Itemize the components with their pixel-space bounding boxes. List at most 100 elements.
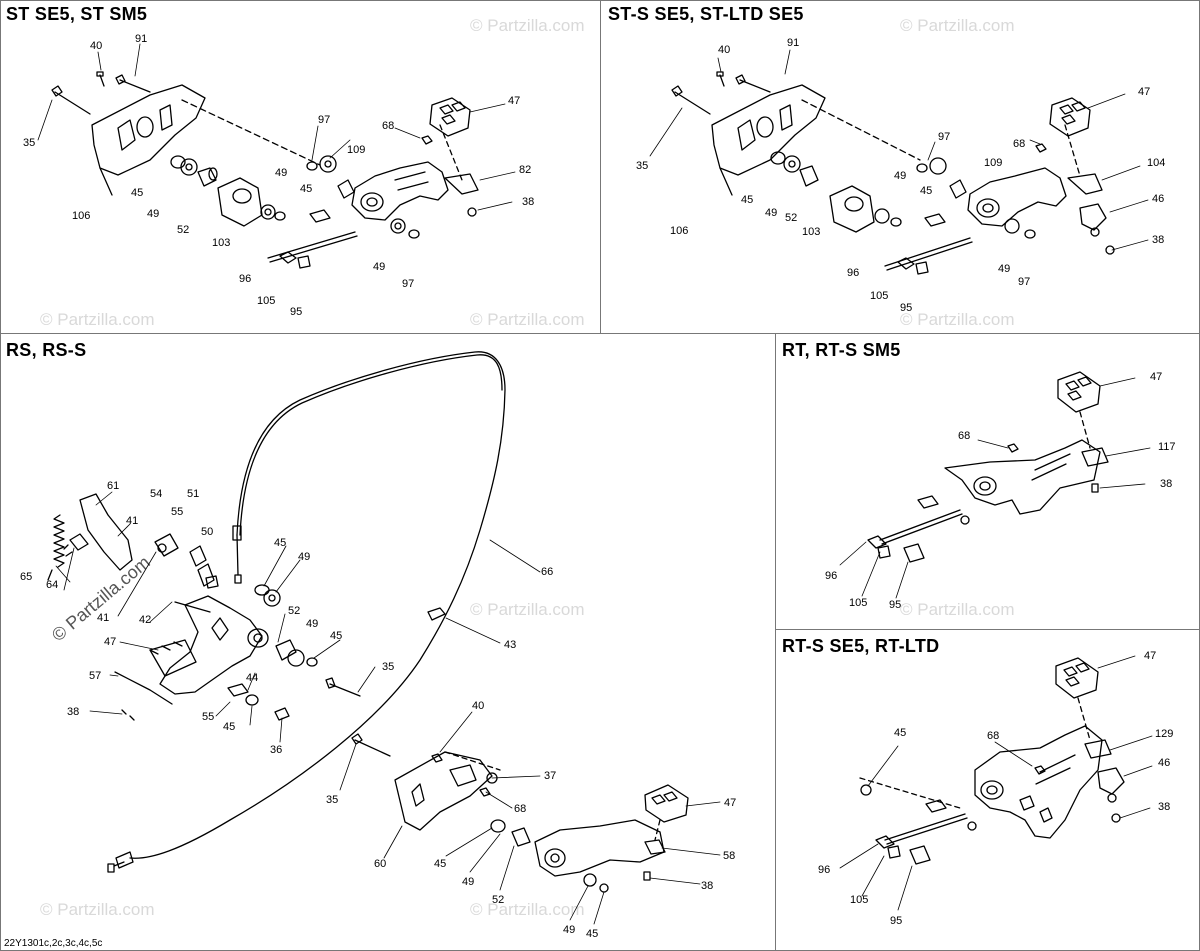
- part-callout: 45: [274, 537, 287, 549]
- part-callout: 38: [1152, 234, 1165, 246]
- part-callout: 35: [636, 160, 649, 172]
- part-callout: 47: [104, 636, 117, 648]
- part-callout: 49: [765, 207, 778, 219]
- part-callout: 46: [1152, 193, 1165, 205]
- part-callout: 49: [563, 924, 576, 936]
- part-callout: 105: [850, 894, 869, 906]
- part-callout: 52: [785, 212, 798, 224]
- part-callout: 38: [67, 706, 80, 718]
- part-callout: 106: [72, 210, 91, 222]
- p3-lower-pedal: [490, 784, 689, 893]
- part-callout: 104: [1147, 157, 1166, 169]
- watermark: © Partzilla.com: [470, 310, 585, 329]
- part-callout: 40: [718, 44, 731, 56]
- part-callout: 45: [300, 183, 313, 195]
- panel-title: RT-S SE5, RT-LTD: [782, 636, 940, 656]
- panel-title: ST-S SE5, ST-LTD SE5: [608, 4, 804, 24]
- part-callout: 45: [894, 727, 907, 739]
- p1-bracket-106: [91, 84, 206, 196]
- part-callout: 68: [1013, 138, 1026, 150]
- part-callout: 49: [894, 170, 907, 182]
- part-callout: 82: [519, 164, 532, 176]
- part-callout: 37: [544, 770, 557, 782]
- part-callout: 96: [825, 570, 838, 582]
- part-callout: 45: [920, 185, 933, 197]
- part-callout: 45: [741, 194, 754, 206]
- part-callout: 129: [1155, 728, 1174, 740]
- part-callout: 40: [472, 700, 485, 712]
- part-callout: 38: [522, 196, 535, 208]
- part-callout: 47: [724, 797, 737, 809]
- part-callout: 41: [97, 612, 110, 624]
- watermark: © Partzilla.com: [470, 900, 585, 919]
- part-callout: 51: [187, 488, 200, 500]
- p4-pedal-assembly: [867, 371, 1109, 563]
- panel-title: ST SE5, ST SM5: [6, 4, 148, 24]
- part-callout: 103: [802, 226, 821, 238]
- part-callout: 45: [586, 928, 599, 940]
- watermark: © Partzilla.com: [470, 16, 585, 35]
- part-callout: 49: [998, 263, 1011, 275]
- part-callout: 40: [90, 40, 103, 52]
- part-callout: 95: [889, 599, 902, 611]
- part-callout: 44: [246, 672, 259, 684]
- p3-lower-bracket-60: [351, 733, 501, 831]
- figure-code: 22Y1301c,2c,3c,4c,5c: [4, 938, 103, 949]
- part-callout: 47: [1150, 371, 1163, 383]
- part-callout: 45: [330, 630, 343, 642]
- part-callout: 46: [1158, 757, 1171, 769]
- part-callout: 68: [382, 120, 395, 132]
- part-callout: 52: [492, 894, 505, 906]
- p5-pedal-assembly: [859, 657, 1125, 865]
- p3-brake-cable-66: [107, 351, 506, 873]
- watermark: © Partzilla.com: [900, 600, 1015, 619]
- part-callout: 68: [987, 730, 1000, 742]
- part-callout: 49: [373, 261, 386, 273]
- p3-cable-guide-parts: [154, 533, 281, 607]
- part-callout: 105: [257, 295, 276, 307]
- watermark: © Partzilla.com: [900, 310, 1015, 329]
- part-callout: 117: [1158, 441, 1176, 453]
- part-callout: 95: [290, 306, 303, 318]
- part-callout: 45: [434, 858, 447, 870]
- p1-nut-68: [421, 135, 433, 145]
- part-callout: 105: [849, 597, 868, 609]
- part-callout: 105: [870, 290, 889, 302]
- p3-pedal-assembly: [114, 595, 318, 721]
- p1-bolts: [51, 71, 151, 115]
- part-callout: 57: [89, 670, 102, 682]
- watermark: © Partzilla.com: [40, 900, 155, 919]
- part-callout: 38: [1160, 478, 1173, 490]
- part-callout: 36: [270, 744, 283, 756]
- part-callout: 97: [402, 278, 415, 290]
- panel-title: RS, RS-S: [6, 340, 87, 360]
- watermark: © Partzilla.com: [900, 16, 1015, 35]
- part-callout: 54: [150, 488, 163, 500]
- p3-lever-61: [63, 493, 133, 571]
- watermark: © Partzilla.com: [40, 310, 155, 329]
- part-callout: 49: [298, 551, 311, 563]
- panel-title: RT, RT-S SM5: [782, 340, 901, 360]
- part-callout: 41: [126, 515, 139, 527]
- part-callout: 68: [958, 430, 971, 442]
- part-callout: 47: [1138, 86, 1151, 98]
- part-callout: 49: [462, 876, 475, 888]
- part-callout: 97: [1018, 276, 1031, 288]
- part-callout: 60: [374, 858, 387, 870]
- part-callout: 64: [46, 579, 59, 591]
- p1-rod-105: [267, 207, 477, 269]
- part-callout: 45: [223, 721, 236, 733]
- part-callout: 106: [670, 225, 689, 237]
- part-callout: 49: [275, 167, 288, 179]
- part-callout: 68: [514, 803, 527, 815]
- part-callout: 58: [723, 850, 736, 862]
- p1-footpad-47: [429, 97, 471, 137]
- part-callout: 47: [508, 95, 521, 107]
- part-callout: 45: [131, 187, 144, 199]
- part-callout: 38: [1158, 801, 1171, 813]
- part-callout: 61: [107, 480, 120, 492]
- part-callout: 52: [288, 605, 301, 617]
- part-callout: 97: [318, 114, 331, 126]
- part-callout: 65: [20, 571, 33, 583]
